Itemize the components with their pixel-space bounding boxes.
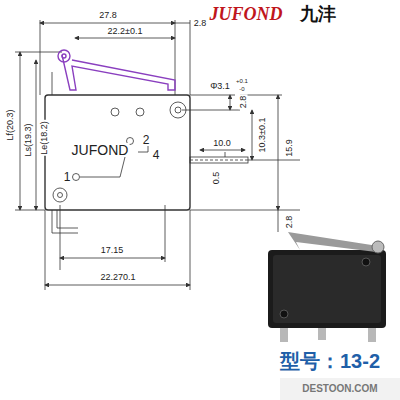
terminal-number: 2	[142, 134, 151, 146]
dimension: 22.270.1	[99, 273, 136, 282]
dimension: Le(18.2)	[40, 120, 49, 156]
terminal-number: 1	[63, 171, 72, 183]
dimension: 10.0	[212, 139, 232, 148]
dimension: 0.5	[212, 171, 221, 186]
dimension: Ls(19.3)	[24, 122, 33, 157]
tolerance: +0.1	[235, 78, 249, 84]
dimension: 2.8	[193, 19, 208, 28]
brand-logo-cn: 九沣	[299, 5, 337, 23]
body-marking: JUFOND	[71, 143, 130, 157]
terminal-number: 4	[152, 149, 161, 161]
tolerance: -0	[238, 86, 245, 92]
dimension: 27.8	[98, 11, 118, 20]
dimension: 2.8	[239, 95, 248, 110]
dimension: 22.2±0.1	[107, 27, 144, 36]
dimension: Lf(20.3)	[6, 108, 15, 141]
watermark: DESTOON.COM	[301, 384, 378, 394]
dimension: 2.8	[285, 215, 294, 230]
dimension: Φ3.1	[209, 82, 231, 91]
dimension: 17.15	[100, 246, 125, 255]
dimension: 10.3±0.1	[258, 117, 267, 154]
model-number: 型号：13-2	[279, 351, 381, 371]
dimension: 15.9	[285, 138, 294, 158]
brand-logo: JUFOND	[208, 5, 283, 23]
